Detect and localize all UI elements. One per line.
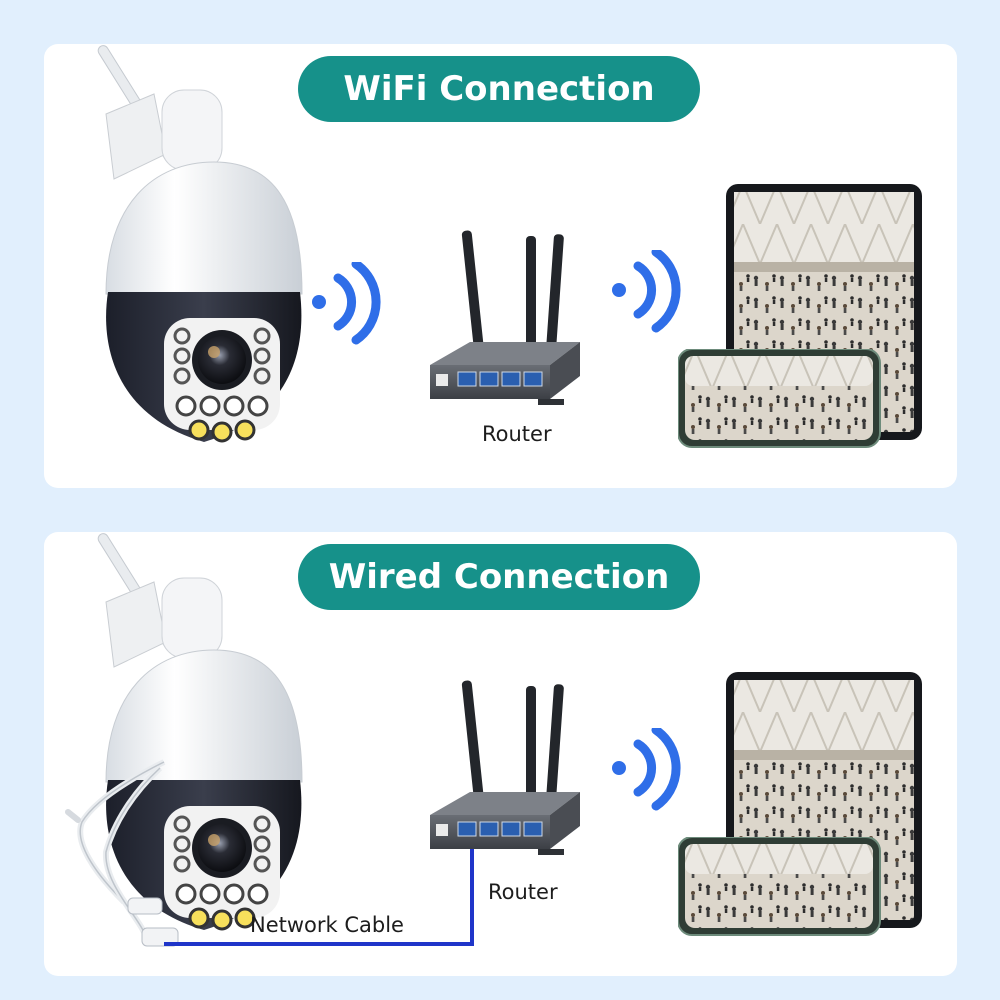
wifi-signal-icon — [310, 262, 390, 346]
router-icon — [430, 680, 581, 856]
camera-pigtail-cables — [65, 759, 179, 947]
wired-connection-title: Wired Connection — [298, 544, 700, 610]
wifi-signal-icon — [610, 250, 690, 334]
ptz-camera-illustration — [94, 44, 304, 444]
network-cable-line — [164, 846, 474, 946]
phone-live-view — [678, 349, 881, 448]
router-icon — [430, 230, 581, 406]
wifi-connection-panel: WiFi Connection Router — [44, 44, 957, 488]
router-label: Router — [482, 422, 552, 446]
wired-connection-panel: Wired Connection Network Cable Router — [44, 532, 957, 976]
wifi-connection-title: WiFi Connection — [298, 56, 700, 122]
wifi-signal-icon — [610, 728, 690, 812]
router-label: Router — [488, 880, 558, 904]
phone-live-view — [678, 837, 881, 936]
network-cable-label: Network Cable — [250, 913, 404, 937]
